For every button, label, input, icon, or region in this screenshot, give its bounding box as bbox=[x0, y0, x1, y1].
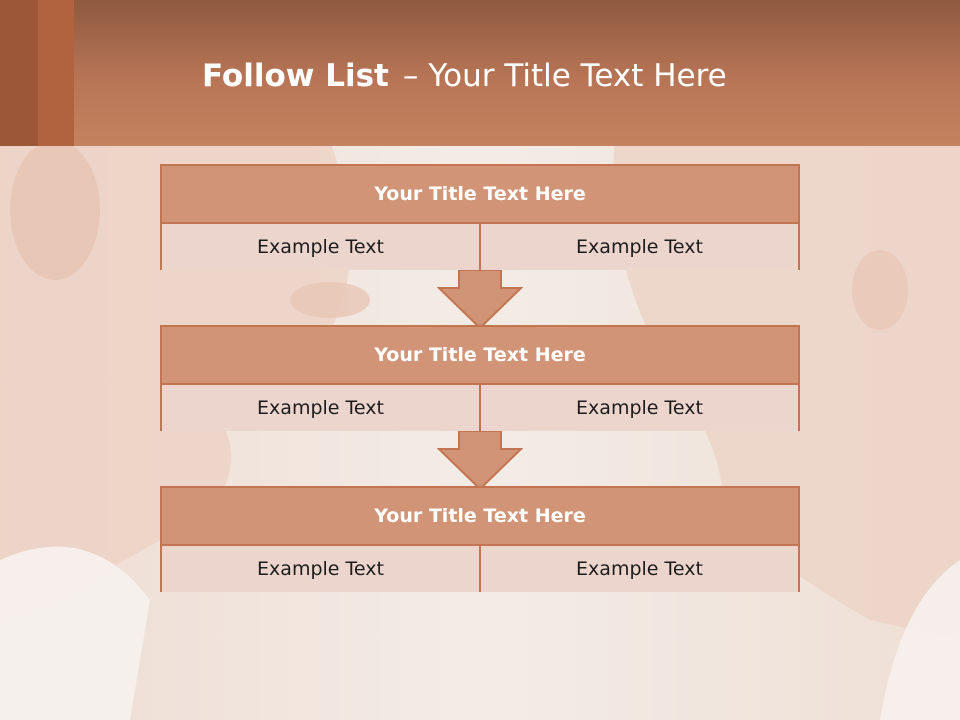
step-row: Example Text Example Text bbox=[162, 546, 798, 592]
header-band: Follow List–Your Title Text Here bbox=[0, 0, 960, 146]
header-stripe-dark bbox=[0, 0, 38, 146]
slide-title: Follow List–Your Title Text Here bbox=[202, 52, 727, 100]
slide-title-rest: Your Title Text Here bbox=[428, 58, 727, 94]
step-cell-left: Example Text bbox=[162, 385, 479, 431]
step-cell-left: Example Text bbox=[162, 546, 479, 592]
flow-step-1: Your Title Text Here Example Text Exampl… bbox=[160, 164, 800, 270]
down-arrow-icon bbox=[437, 270, 523, 330]
flow-step-2: Your Title Text Here Example Text Exampl… bbox=[160, 325, 800, 431]
step-heading: Your Title Text Here bbox=[162, 488, 798, 546]
step-cell-right: Example Text bbox=[479, 546, 798, 592]
step-heading: Your Title Text Here bbox=[162, 327, 798, 385]
step-cell-left: Example Text bbox=[162, 224, 479, 270]
step-row: Example Text Example Text bbox=[162, 224, 798, 270]
slide-title-separator: – bbox=[402, 58, 419, 94]
step-row: Example Text Example Text bbox=[162, 385, 798, 431]
slide-title-bold: Follow List bbox=[202, 58, 389, 94]
step-heading: Your Title Text Here bbox=[162, 166, 798, 224]
down-arrow-icon bbox=[437, 431, 523, 491]
step-cell-right: Example Text bbox=[479, 385, 798, 431]
flow-step-3: Your Title Text Here Example Text Exampl… bbox=[160, 486, 800, 592]
step-cell-right: Example Text bbox=[479, 224, 798, 270]
header-stripe-light bbox=[38, 0, 74, 146]
